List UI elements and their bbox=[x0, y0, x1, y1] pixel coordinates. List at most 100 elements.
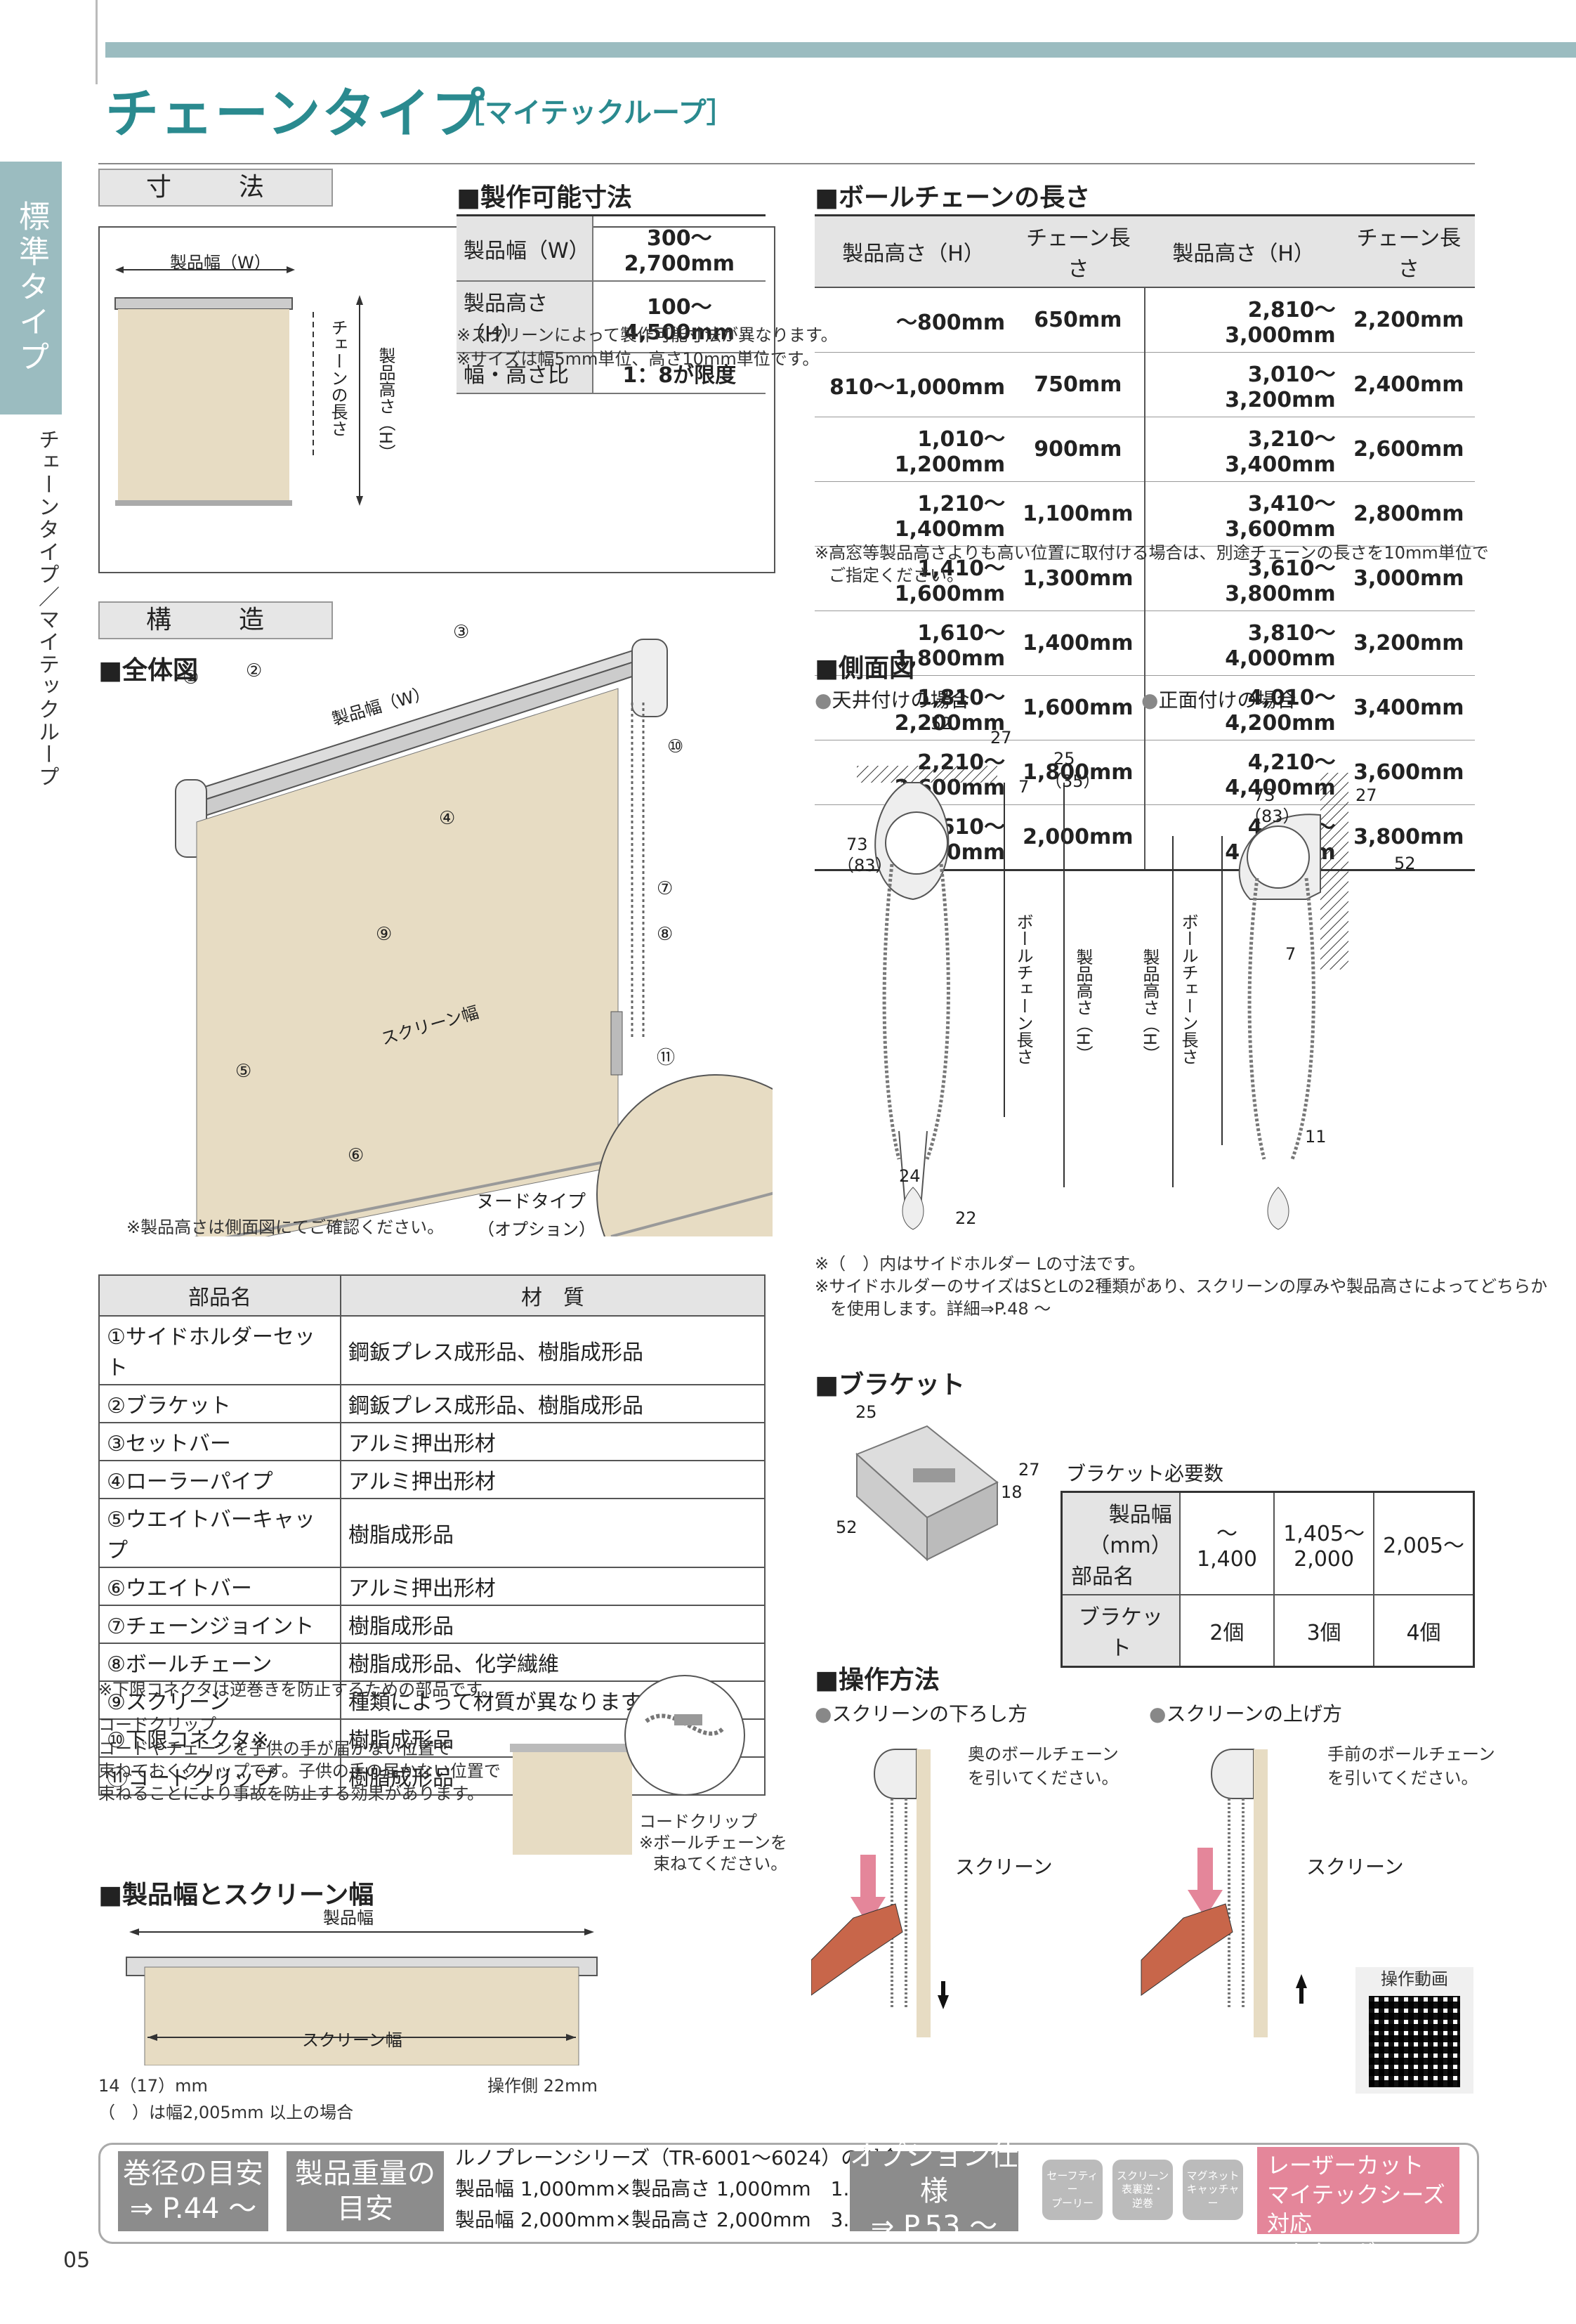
cell: 1,210〜1,400mm bbox=[815, 481, 1013, 547]
table-header-row: 製品高さ（H） チェーン長さ 製品高さ（H） チェーン長さ bbox=[815, 214, 1475, 288]
width-diagram bbox=[126, 1928, 598, 2065]
cell: 2,800mm bbox=[1342, 481, 1475, 547]
cell: 810〜1,000mm bbox=[815, 352, 1013, 417]
option-magnet-catcher[interactable]: マグネット キャッチャー bbox=[1183, 2160, 1243, 2220]
callout-3: ③ bbox=[453, 622, 470, 643]
footer-option-link[interactable]: オプション仕様⇒ P.53 〜 bbox=[850, 2140, 1018, 2243]
callout-10: ⑩ bbox=[667, 736, 684, 757]
front-height: 製品高さ（H） bbox=[1140, 948, 1160, 1063]
cell: 3,200mm bbox=[1342, 611, 1475, 676]
cell: 1,010〜1,200mm bbox=[815, 417, 1013, 482]
table-header-row: 部品名 材 質 bbox=[98, 1274, 766, 1317]
bullet-icon: ● bbox=[1141, 688, 1159, 712]
option-safety-pulley[interactable]: セーフティー プーリー bbox=[1042, 2160, 1103, 2220]
bracket-width-cell: 〜1,400 bbox=[1178, 1491, 1275, 1595]
dim-27: 27 bbox=[990, 728, 1012, 748]
width-screen-label: スクリーン幅 bbox=[302, 2030, 402, 2050]
side-tab: 標準タイプ bbox=[0, 162, 62, 414]
cell: 3,000mm bbox=[1342, 546, 1475, 611]
operation-heading: 操作方法 bbox=[815, 1659, 940, 1696]
up-text-1: 手前のボールチェーン bbox=[1327, 1744, 1495, 1764]
manufacturable-label: 幅・高さ比 bbox=[457, 353, 593, 394]
qr-code-icon[interactable] bbox=[1369, 1995, 1460, 2087]
manufacturable-label: 製品高さ（H） bbox=[457, 281, 593, 353]
table-row: ⑥ウエイトバーアルミ押出形材 bbox=[98, 1567, 766, 1606]
cell: 3,010〜3,200mm bbox=[1143, 352, 1343, 417]
cell: 1,410〜1,600mm bbox=[815, 546, 1013, 611]
bullet-icon: ● bbox=[815, 688, 832, 712]
width-right-gap: 操作側 22mm bbox=[487, 2076, 598, 2096]
table-row: ②ブラケット鋼鈑プレス成形品、樹脂成形品 bbox=[98, 1384, 766, 1423]
cell: 3,600mm bbox=[1342, 740, 1475, 805]
bracket-dim-18: 18 bbox=[1001, 1482, 1023, 1502]
video-label: 操作動画 bbox=[1381, 1969, 1448, 1989]
manufacturable-value: 100〜4,500mm bbox=[591, 281, 766, 353]
part-material: 樹脂成形品、化学繊維 bbox=[340, 1643, 766, 1682]
video-qr-box[interactable]: 操作動画 bbox=[1355, 1967, 1473, 2094]
down-title-label: スクリーンの下ろし方 bbox=[832, 1702, 1028, 1725]
cell: 3,400mm bbox=[1342, 675, 1475, 740]
cell: 1,600mm bbox=[1012, 675, 1145, 740]
dim-73: 73 bbox=[846, 835, 868, 854]
bracket-required-title: ブラケット必要数 bbox=[1066, 1462, 1224, 1485]
operation-illustration bbox=[811, 1749, 1307, 2037]
section-dimensions: 寸 法 bbox=[98, 169, 333, 207]
manufacturable-note-2: ※サイズは幅5mm単位、高さ10mm単位です。 bbox=[457, 349, 820, 369]
column-header: 製品高さ（H） bbox=[1144, 214, 1343, 288]
footer-weight-title: 製品重量の bbox=[295, 2157, 435, 2190]
bracket-count-cell: 4個 bbox=[1373, 1594, 1475, 1668]
part-material: 鋼鈑プレス成形品、樹脂成形品 bbox=[340, 1384, 766, 1423]
header-rule bbox=[98, 163, 1475, 164]
option-reverse-screen[interactable]: スクリーン 表裏逆・ 逆巻 bbox=[1112, 2160, 1173, 2220]
callout-1: ① bbox=[183, 667, 199, 688]
up-screen-label: スクリーン bbox=[1306, 1855, 1404, 1879]
cell: 4,210〜4,400mm bbox=[1143, 740, 1343, 805]
bracket-count-cell: 2個 bbox=[1178, 1594, 1275, 1668]
part-name: ⑨スクリーン bbox=[98, 1680, 341, 1720]
dim-24: 24 bbox=[899, 1166, 921, 1186]
part-name: ⑩下限コネクタ※ bbox=[98, 1718, 341, 1758]
dimension-diagram: 製品幅（W） チェーンの長さ 製品高さ（H） bbox=[98, 226, 775, 573]
part-material: 樹脂成形品 bbox=[340, 1605, 766, 1644]
parts-note: ※下限コネクタは逆巻きを防止するための部品です。 bbox=[98, 1680, 498, 1699]
laser-cut-link[interactable]: レーザーカット マイテックシーズ対応 ⇒カタログP.38 bbox=[1257, 2147, 1459, 2266]
manufacturable-label: 製品幅（W） bbox=[457, 215, 593, 282]
dim-52: 52 bbox=[931, 714, 952, 733]
down-title: ●スクリーンの下ろし方 bbox=[815, 1699, 1027, 1727]
dim-83: （83） bbox=[837, 856, 893, 875]
dim-front-11: 11 bbox=[1305, 1127, 1327, 1147]
callout-11: ⑪ bbox=[657, 1047, 676, 1069]
table-row: ⑤ウエイトバーキャップ樹脂成形品 bbox=[98, 1498, 766, 1568]
bracket-dim-27: 27 bbox=[1018, 1460, 1040, 1480]
chain-length-note-1: ※高窓等製品高さよりも高い位置に取付ける場合は、別途チェーンの長さを10mm単位… bbox=[815, 543, 1489, 563]
bracket-header-top: 製品幅 bbox=[1108, 1503, 1172, 1527]
part-name: ③セットバー bbox=[98, 1422, 341, 1461]
ceiling-height: 製品高さ（H） bbox=[1073, 948, 1093, 1063]
bracket-width-cell: 1,405〜 2,000 bbox=[1273, 1491, 1375, 1595]
bracket-dim-52: 52 bbox=[836, 1517, 858, 1537]
part-name: ①サイドホルダーセット bbox=[98, 1315, 341, 1385]
dim-front-83: （83） bbox=[1245, 807, 1300, 826]
front-mount-label: 正面付けの場合 bbox=[1158, 688, 1296, 712]
table-row: ⑦チェーンジョイント樹脂成形品 bbox=[98, 1605, 766, 1644]
part-name: ⑥ウエイトバー bbox=[98, 1567, 341, 1606]
page-title: チェーンタイプ bbox=[105, 82, 487, 145]
cord-clip-title: コードクリップ bbox=[98, 1715, 216, 1735]
cell: 2,400mm bbox=[1342, 352, 1475, 417]
top-guide-line bbox=[96, 0, 98, 84]
part-name: ②ブラケット bbox=[98, 1384, 341, 1423]
overview-diagram bbox=[175, 639, 773, 1236]
callout-5: ⑤ bbox=[235, 1061, 252, 1082]
cell: 650mm bbox=[1012, 287, 1145, 353]
table-row: ①サイドホルダーセット鋼鈑プレス成形品、樹脂成形品 bbox=[98, 1315, 766, 1385]
nude-type-label: ヌードタイプ bbox=[476, 1192, 586, 1213]
cell: 3,410〜3,600mm bbox=[1143, 481, 1343, 547]
footer-option-page: ⇒ P.53 〜 bbox=[870, 2210, 998, 2243]
cord-clip-illustration bbox=[510, 1675, 745, 1855]
footer-winding-link[interactable]: 巻径の目安⇒ P.44 〜 bbox=[118, 2151, 268, 2231]
